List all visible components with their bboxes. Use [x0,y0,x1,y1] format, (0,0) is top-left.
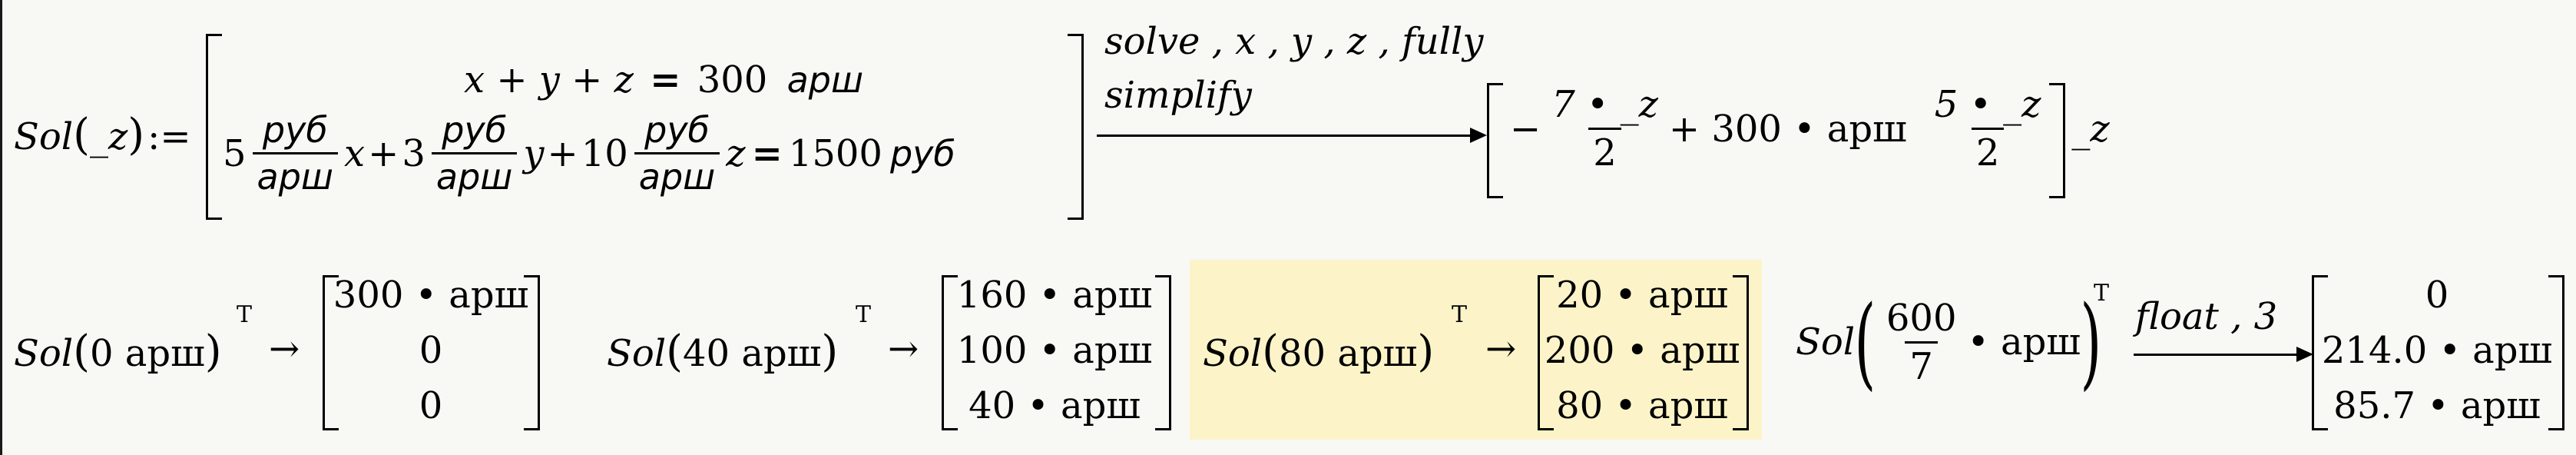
eq2-rhs-unit: руб [889,132,955,174]
result-vector-1[interactable]: 300 • арш 0 0 [333,274,529,427]
vec3-left-bracket [1538,275,1554,430]
eval-arrow: → [269,327,300,370]
vec3-v3: 80 • арш [1556,384,1728,427]
eq2-coef-2: 3 [402,131,425,175]
result-left-bracket [1487,83,1503,198]
eq1-value: 300 [697,58,768,101]
vec2-v1: 160 • арш [956,274,1153,317]
vec1-v3: 0 [419,384,443,427]
assign-operator: := [147,115,191,158]
eq1-lhs: x + y + z [464,58,634,101]
vec1-right-bracket [524,275,540,430]
eval-3-lhs[interactable]: Sol(80 арш) [1203,327,1435,377]
vec4-right-bracket [2548,275,2564,430]
vec4-v1: 0 [2425,274,2449,317]
vec1-v1: 300 • арш [333,274,529,317]
result-right-bracket [2049,83,2065,198]
eq1-equals: = [650,58,681,101]
eq2-coef-1: 5 [223,131,247,175]
symbolic-arrow [1097,135,1473,137]
vec2-v2: 100 • арш [956,329,1153,372]
transpose-mark: T [1452,301,1468,328]
eval-arrow: → [1485,327,1517,370]
eval-1-lhs[interactable]: Sol(0 арш) [14,327,222,377]
vec4-v2: 214.0 • арш [2321,329,2553,372]
vec1-left-bracket [323,275,339,430]
vec3-right-bracket [1733,275,1749,430]
result-first-rest: + 300 • арш [1668,107,1907,151]
eval-arrow: → [888,327,919,370]
eq2-coef-3: 10 [581,131,628,175]
eq2-var-z: z [726,131,746,175]
vec3-v1: 20 • арш [1556,274,1728,317]
worksheet-left-border [0,0,2,455]
result-vector-2[interactable]: 160 • арш 100 • арш 40 • арш [952,277,1157,424]
float-arrow [2134,354,2300,356]
eq2-var-x: x [344,131,366,175]
transpose-mark: T [2094,280,2110,307]
transpose-mark: T [237,301,253,328]
eq2-equals: = [751,131,783,175]
arrow-head [1470,128,1487,143]
arrow-head [2296,347,2313,362]
function-name: Sol [14,115,74,158]
vec4-v3: 85.7 • арш [2333,384,2541,427]
vec2-left-bracket [942,275,958,430]
result-vector-4[interactable]: 0 214.0 • арш 85.7 • арш [2321,274,2553,427]
vec3-v2: 200 • арш [1544,329,1740,372]
eq2-rhs: 1500 [788,131,882,175]
vec4-left-bracket [2312,275,2328,430]
result-third: _z [2071,107,2110,151]
eval-2-lhs[interactable]: Sol(40 арш) [607,327,839,377]
function-param: _z [90,115,128,158]
highlighted-region [1190,260,1762,440]
equation-1[interactable]: x + y + z = 300 арш [464,61,863,98]
result-vector-3[interactable]: 20 • арш 200 • арш 80 • арш [1545,274,1740,427]
eval-4-unit: • арш [1967,320,2081,364]
transpose-mark: T [856,301,872,328]
vec1-v2: 0 [419,329,443,372]
minus-sign: − [1510,107,1541,151]
simplify-keyword[interactable]: simplify [1104,74,1252,117]
eq2-var-y: y [523,131,545,175]
vec2-v3: 40 • арш [968,384,1141,427]
plus-sign: + [368,131,399,175]
eq1-unit: арш [786,59,864,101]
right-bracket [1068,34,1084,220]
definition-lhs[interactable]: Sol(_z):= [14,110,191,160]
plus-sign: + [547,131,578,175]
float-keyword[interactable]: float , 3 [2135,295,2278,338]
solve-keyword[interactable]: solve , x , y , z , fully [1104,20,1484,63]
left-bracket [206,34,222,220]
vec2-right-bracket [1155,275,1171,430]
